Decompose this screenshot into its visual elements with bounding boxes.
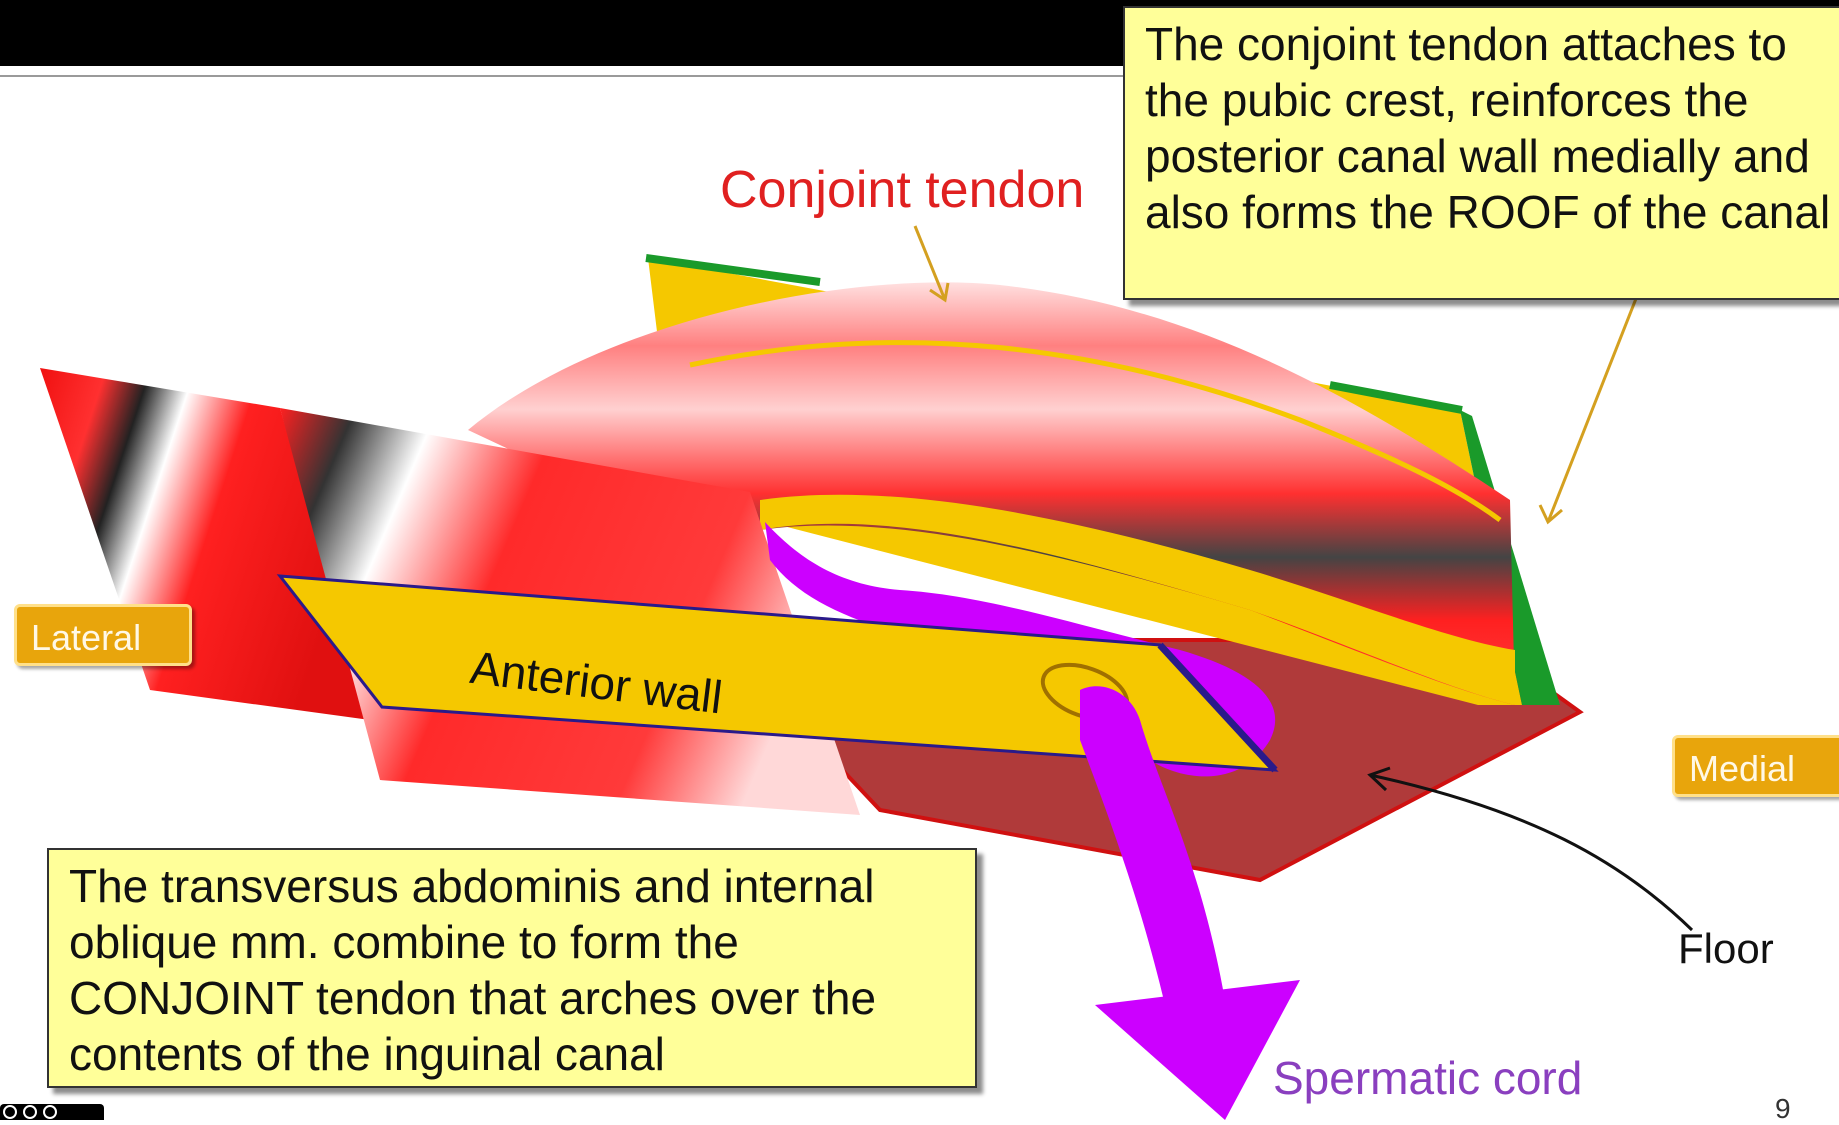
slide-number: 9 [1775, 1093, 1791, 1125]
conjoint-formation-note: The transversus abdominis and internal o… [47, 848, 977, 1088]
floor-label: Floor [1678, 925, 1774, 973]
spermatic-cord-label: Spermatic cord [1273, 1051, 1582, 1105]
medial-label: Medial [1672, 735, 1839, 797]
lateral-label: Lateral [14, 604, 192, 666]
conjoint-tendon-label: Conjoint tendon [720, 160, 1084, 220]
creative-commons-icon [0, 1104, 104, 1120]
spermatic-cord-arrowhead [1095, 980, 1300, 1120]
conjoint-tendon-note: The conjoint tendon attaches to the pubi… [1123, 6, 1839, 300]
